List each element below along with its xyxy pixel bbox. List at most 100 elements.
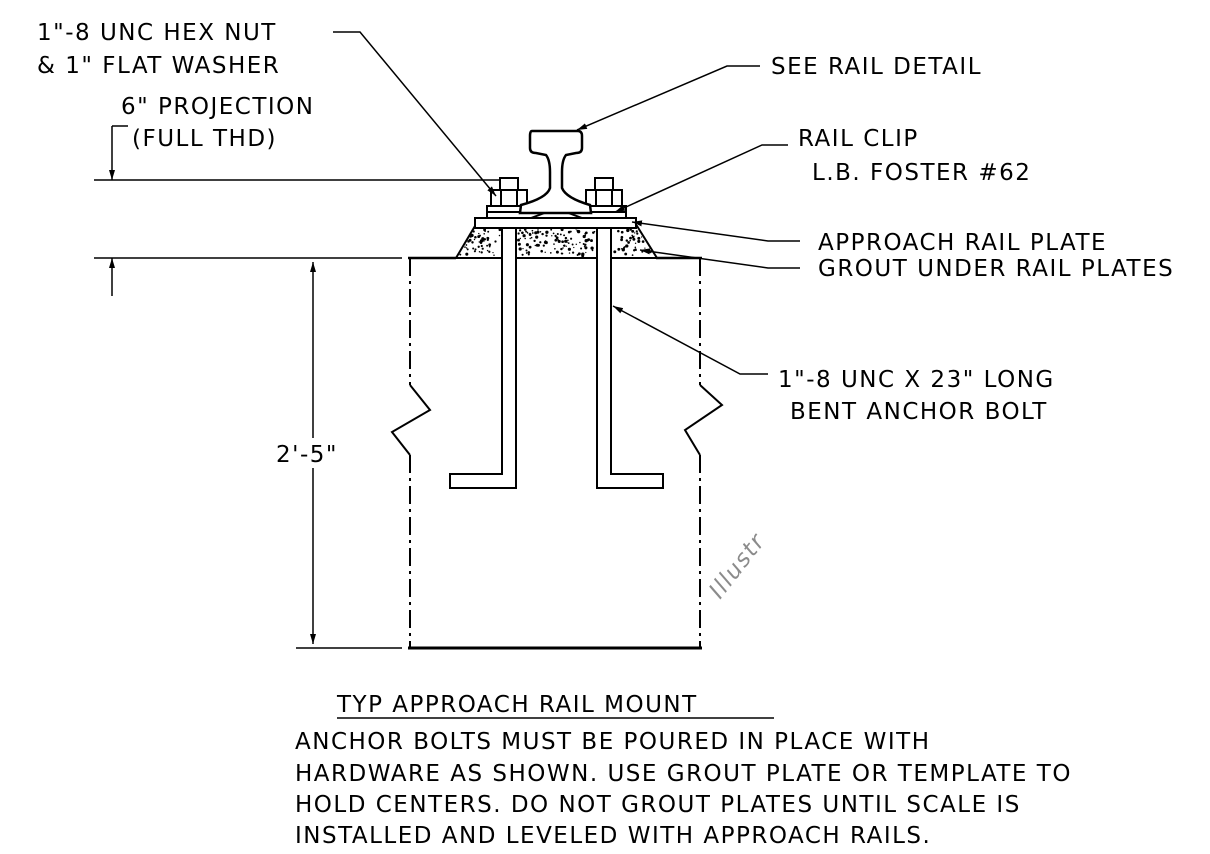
- grout-speckle: [486, 244, 489, 247]
- grout-speckle: [527, 251, 531, 254]
- grout-speckle: [518, 247, 522, 251]
- hex-nut-right: [581, 189, 627, 213]
- grout-speckle: [525, 230, 528, 233]
- anchor-bolt-label-line2: BENT ANCHOR BOLT: [790, 399, 1048, 425]
- grout-speckle: [517, 232, 520, 235]
- grout-speckle: [636, 232, 639, 235]
- grout-speckle: [539, 230, 542, 233]
- note-line-2: HARDWARE AS SHOWN. USE GROUT PLATE OR TE…: [295, 761, 1072, 787]
- note-line-3: HOLD CENTERS. DO NOT GROUT PLATES UNTIL …: [295, 792, 1021, 818]
- grout-speckle: [472, 247, 475, 250]
- grout-speckle: [620, 230, 624, 234]
- grout-speckle: [571, 243, 574, 246]
- grout-speckle: [521, 253, 524, 256]
- grout-speckle: [567, 242, 570, 244]
- grout-speckle: [625, 239, 629, 242]
- grout-speckle: [591, 249, 594, 252]
- leader-lines: [333, 31, 800, 375]
- note-line-1: ANCHOR BOLTS MUST BE POURED IN PLACE WIT…: [295, 729, 931, 755]
- grout-speckle: [624, 245, 626, 248]
- grout-speckle: [631, 234, 634, 237]
- grout-speckle: [541, 232, 544, 236]
- grout-speckle: [564, 236, 568, 240]
- grout-speckle: [480, 251, 483, 254]
- grout-speckle: [487, 230, 490, 233]
- grout-bed: [454, 225, 659, 259]
- grout-speckle: [529, 237, 531, 240]
- grout-speckle: [584, 232, 587, 235]
- grout-speckle: [620, 248, 623, 250]
- grout-speckle: [472, 230, 475, 233]
- grout-speckle: [518, 229, 522, 232]
- grout-speckle: [537, 229, 539, 231]
- grout-speckle: [465, 244, 468, 246]
- grout-speckle: [567, 230, 571, 234]
- grout-speckle: [591, 248, 593, 250]
- grout-speckle: [544, 251, 546, 253]
- projection-label-line1: 6" PROJECTION: [121, 94, 315, 120]
- grout-speckle: [593, 230, 596, 233]
- grout-speckle: [584, 246, 588, 250]
- anchor-bolt-label-line1: 1"-8 UNC X 23" LONG: [778, 367, 1055, 393]
- grout-speckle: [626, 228, 630, 233]
- rail-detail-label: SEE RAIL DETAIL: [771, 54, 982, 80]
- grout-speckle: [526, 232, 529, 234]
- grout-speckle: [620, 238, 623, 242]
- grout-speckle: [535, 243, 539, 247]
- grout-speckle: [575, 243, 578, 246]
- grout-speckle: [570, 237, 573, 240]
- grout-speckle: [634, 232, 636, 234]
- grout-speckle: [590, 239, 593, 243]
- grout-speckle: [565, 245, 567, 247]
- grout-speckle: [640, 236, 643, 238]
- grout-speckle: [534, 244, 536, 247]
- grout-speckle: [564, 239, 568, 243]
- grout-speckle: [634, 242, 637, 244]
- grout-speckle: [522, 234, 526, 238]
- grout-speckle: [550, 228, 553, 231]
- grout-speckle: [629, 239, 631, 242]
- watermark: Illustr: [704, 528, 771, 603]
- grout-speckle: [617, 229, 620, 233]
- projection-label-line2: (FULL THD): [132, 126, 277, 152]
- approach-rail-plate: [474, 217, 637, 229]
- grout-speckle: [553, 243, 555, 245]
- grout-speckle: [559, 233, 562, 236]
- grout-speckle: [478, 241, 481, 243]
- grout-speckle: [519, 237, 522, 240]
- grout-speckle: [477, 245, 480, 248]
- grout-speckle: [540, 249, 543, 253]
- grout-speckle: [554, 247, 556, 250]
- grout-speckle: [488, 250, 491, 253]
- projection-dimension: [94, 125, 500, 296]
- grout-speckle: [560, 247, 563, 251]
- grout-speckle: [584, 239, 588, 243]
- grout-speckle: [554, 238, 558, 242]
- grout-speckle: [467, 240, 470, 243]
- grout-speckle: [629, 236, 632, 240]
- grout-speckle: [522, 247, 524, 250]
- rail-clip-label-line2: L.B. FOSTER #62: [812, 160, 1031, 186]
- approach-rail-plate-label: APPROACH RAIL PLATE: [818, 230, 1107, 256]
- grout-speckle: [631, 254, 634, 256]
- grout-speckle: [525, 252, 528, 254]
- grout-speckle: [631, 235, 635, 239]
- grout-speckle: [617, 247, 621, 251]
- hex-nut-left: [486, 189, 532, 213]
- grout-speckle: [567, 239, 569, 242]
- grout-speckle: [535, 235, 539, 239]
- grout-speckle: [486, 236, 490, 240]
- grout-speckle: [483, 238, 487, 241]
- grout-speckle: [525, 243, 529, 247]
- grout-speckle: [480, 244, 483, 248]
- grout-speckle: [545, 230, 549, 234]
- grout-speckle: [488, 245, 491, 248]
- grout-speckle: [635, 230, 638, 233]
- grout-speckle: [641, 240, 645, 243]
- grout-speckle: [557, 239, 561, 243]
- grout-speckle: [634, 246, 637, 249]
- grout-speckle: [634, 248, 637, 252]
- grout-speckle: [534, 231, 538, 235]
- grout-speckle: [567, 247, 572, 251]
- grout-speckle: [549, 252, 552, 254]
